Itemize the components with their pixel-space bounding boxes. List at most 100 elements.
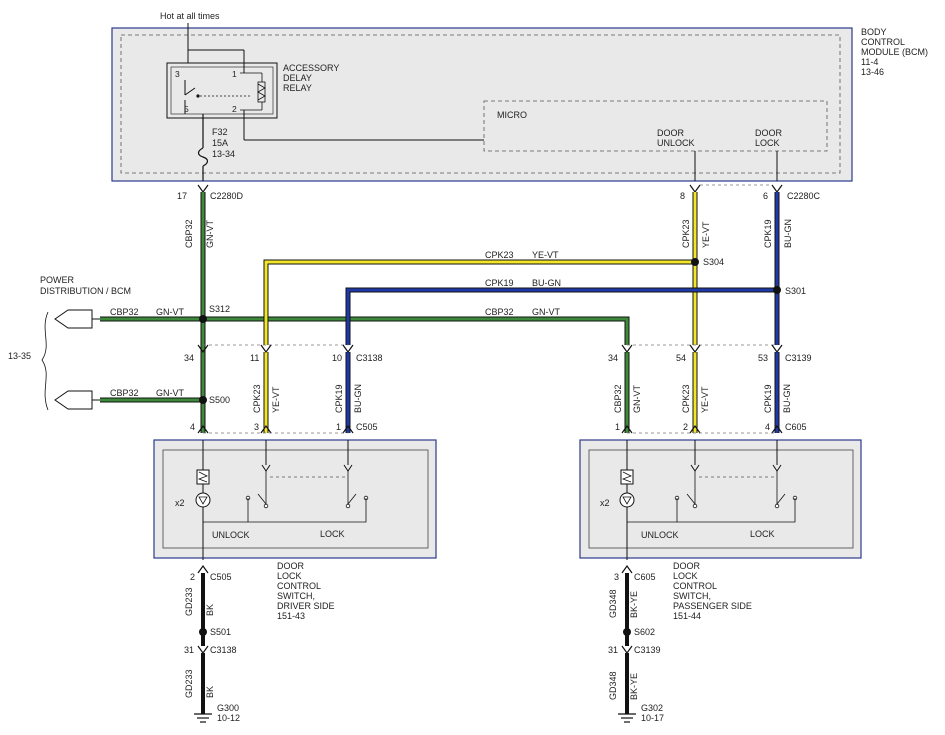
fuse-icon: [197, 147, 209, 167]
c3138-lower-label: C3138: [210, 645, 237, 655]
power-wire2-color: GN-VT: [156, 388, 185, 398]
wire-label-cpk23-c: CPK23: [681, 384, 691, 413]
resistor-icon: [620, 469, 634, 485]
passenger-unlock-label: UNLOCK: [641, 530, 679, 540]
c3139-lower-pin: 31: [608, 645, 618, 655]
passenger-switch-label-5: PASSENGER SIDE: [673, 601, 752, 611]
c3139-pin-54: 54: [676, 353, 686, 363]
relay-pin-1: 1: [232, 69, 237, 79]
splice-s304: [691, 258, 699, 266]
wire-label-cbp32-c: CBP32: [613, 384, 623, 413]
c505-lower-pin: 2: [190, 572, 195, 582]
c505-label: C505: [356, 422, 378, 432]
power-ref: 13-35: [8, 351, 31, 361]
wire-label-bugn-b: BU-GN: [353, 384, 363, 413]
c605-lower-pin: 3: [614, 572, 619, 582]
wire-cpk23-ye-vt: [263, 192, 698, 433]
c605-pin-4: 4: [765, 422, 770, 432]
g302-label: G302: [641, 703, 663, 713]
wire-label-bugn-c: BU-GN: [782, 384, 792, 413]
s602-label: S602: [634, 627, 655, 637]
wire-label-gd233-a: GD233: [184, 587, 194, 616]
wire-label-bk-b: BK: [205, 686, 215, 698]
splice-s602: [623, 628, 631, 636]
wire-label-gd233-b: GD233: [184, 669, 194, 698]
driver-switch-label-4: SWITCH,: [277, 591, 315, 601]
passenger-switch-label-6: 151-44: [673, 611, 701, 621]
door-lock-label-1: DOOR: [755, 128, 783, 138]
ground-icon: [618, 713, 636, 723]
power-wire1-color: GN-VT: [156, 307, 185, 317]
bcm-label-3: MODULE (BCM): [861, 47, 928, 57]
wire-label-bugn-h: BU-GN: [532, 278, 561, 288]
c3138-label: C3138: [356, 353, 383, 363]
c3138-pin-11: 11: [250, 353, 259, 363]
bcm-label-1: BODY: [861, 27, 887, 37]
led-qty-driver: x2: [175, 498, 185, 508]
passenger-switch-label-4: SWITCH,: [673, 591, 711, 601]
c2280d-label: C2280D: [210, 191, 244, 201]
relay-label-1: ACCESSORY: [283, 63, 339, 73]
driver-lock-label: LOCK: [320, 529, 345, 539]
bcm-module: BODY CONTROL MODULE (BCM) 11-4 13-46 3 1…: [111, 11, 928, 182]
driver-switch-label-5: DRIVER SIDE: [277, 601, 335, 611]
wire-label-yevt-c: YE-VT: [700, 386, 710, 413]
relay-pin-2: 2: [232, 104, 237, 114]
driver-switch-label-1: DOOR: [277, 561, 305, 571]
s500-label: S500: [209, 395, 230, 405]
led-icon: [195, 492, 211, 508]
power-wire1-code: CBP32: [110, 307, 139, 317]
bcm-label-5: 13-46: [861, 67, 884, 77]
c505-pin-1: 1: [336, 422, 341, 432]
wire-cbp32-gn-vt: [100, 192, 630, 433]
c3139-label: C3139: [785, 353, 812, 363]
c2280d-pin: 17: [177, 191, 187, 201]
c605-label: C605: [785, 422, 807, 432]
s301-label: S301: [785, 286, 806, 296]
c605-pin-1: 1: [615, 422, 620, 432]
c605-pin-2: 2: [683, 422, 688, 432]
bcm-label-2: CONTROL: [861, 37, 905, 47]
s304-label: S304: [703, 257, 724, 267]
power-label-2: DISTRIBUTION / BCM: [40, 286, 131, 296]
wire-label-cpk19-h: CPK19: [485, 278, 514, 288]
g300-ref: 10-12: [217, 713, 240, 723]
hot-at-all-times-label: Hot at all times: [160, 11, 220, 21]
c505-lower-label: C505: [210, 572, 232, 582]
wire-label-cpk23-h: CPK23: [485, 250, 514, 260]
wire-label-bkye-b: BK-YE: [629, 673, 639, 700]
relay-pin-5: 5: [184, 104, 189, 114]
s312-label: S312: [209, 304, 230, 314]
wire-label-gnvt-c: GN-VT: [632, 385, 642, 414]
c2280c-pin-8: 8: [680, 191, 685, 201]
wire-label-yevt-h: YE-VT: [532, 250, 559, 260]
driver-door-lock-switch: x2 UNLOCK LOCK: [153, 439, 437, 560]
c2280c-label: C2280C: [787, 191, 821, 201]
wire-label-gnvt-h: GN-VT: [532, 307, 561, 317]
g302-ref: 10-17: [641, 713, 664, 723]
relay-label-3: RELAY: [283, 83, 312, 93]
door-unlock-label-2: UNLOCK: [657, 138, 695, 148]
relay-pin-3: 3: [175, 69, 180, 79]
splice-s501: [199, 628, 207, 636]
c505-pin-3: 3: [254, 422, 259, 432]
wire-label-cpk19-b: CPK19: [334, 384, 344, 413]
splice-s312: [199, 315, 207, 323]
door-unlock-label-1: DOOR: [657, 128, 685, 138]
c3139-lower-label: C3139: [634, 645, 661, 655]
power-wire2-code: CBP32: [110, 388, 139, 398]
driver-switch-label-3: CONTROL: [277, 581, 321, 591]
micro-label: MICRO: [497, 110, 527, 120]
wire-label-yevt-b: YE-VT: [271, 386, 281, 413]
wire-label-gnvt-a: GN-VT: [205, 220, 215, 249]
led-qty-passenger: x2: [600, 498, 610, 508]
micro-box: [483, 100, 828, 152]
passenger-switch-label-3: CONTROL: [673, 581, 717, 591]
wire-label-bugn-a: BU-GN: [783, 219, 793, 248]
passenger-switch-label-1: DOOR: [673, 561, 701, 571]
passenger-switch-label-2: LOCK: [673, 571, 698, 581]
wire-label-cpk23-a: CPK23: [681, 219, 691, 248]
wire-label-bk-a: BK: [205, 604, 215, 616]
